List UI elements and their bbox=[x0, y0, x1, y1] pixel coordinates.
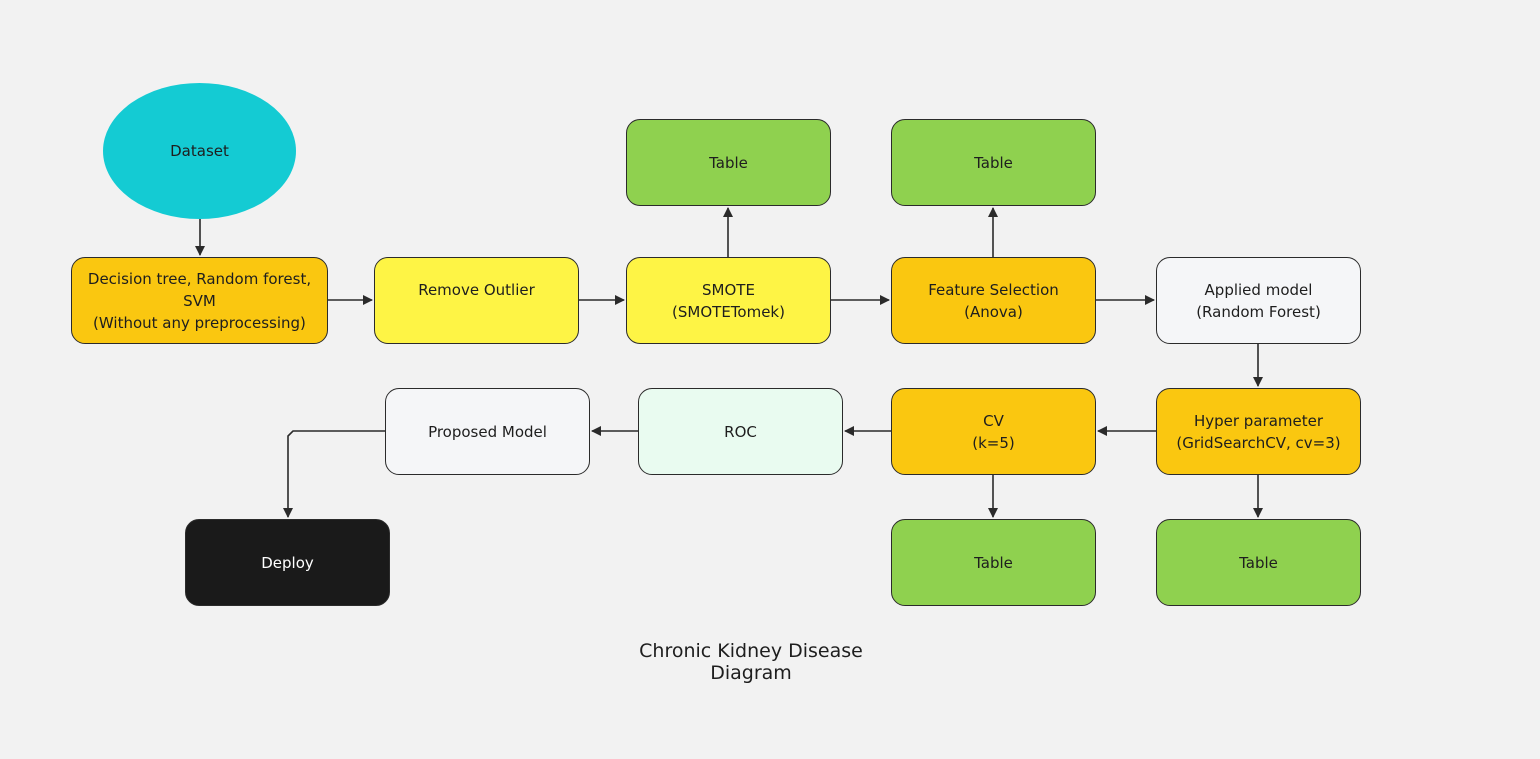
node-table-feature: Table bbox=[891, 119, 1096, 206]
node-feature-selection-label: Feature Selection (Anova) bbox=[928, 280, 1059, 321]
node-deploy: Deploy bbox=[185, 519, 390, 606]
node-smote-label: SMOTE (SMOTETomek) bbox=[672, 280, 785, 321]
node-table-cv-label: Table bbox=[974, 553, 1013, 572]
node-roc-label: ROC bbox=[724, 422, 757, 441]
node-table-smote: Table bbox=[626, 119, 831, 206]
node-table-smote-label: Table bbox=[709, 153, 748, 172]
node-proposed-model-label: Proposed Model bbox=[428, 422, 547, 441]
node-remove-outlier-label: Remove Outlier bbox=[418, 280, 535, 299]
node-hyper-parameter: Hyper parameter (GridSearchCV, cv=3) bbox=[1156, 388, 1361, 475]
node-applied-model: Applied model (Random Forest) bbox=[1156, 257, 1361, 344]
node-hyper-parameter-label: Hyper parameter (GridSearchCV, cv=3) bbox=[1176, 411, 1341, 452]
node-cv: CV (k=5) bbox=[891, 388, 1096, 475]
node-table-feature-label: Table bbox=[974, 153, 1013, 172]
node-deploy-label: Deploy bbox=[261, 553, 314, 572]
edge-proposed-to-deploy bbox=[283, 430, 385, 518]
node-smote: SMOTE (SMOTETomek) bbox=[626, 257, 831, 344]
node-dataset: Dataset bbox=[103, 83, 296, 219]
node-applied-model-label: Applied model (Random Forest) bbox=[1196, 280, 1321, 321]
node-proposed-model: Proposed Model bbox=[385, 388, 590, 475]
node-roc: ROC bbox=[638, 388, 843, 475]
node-dataset-label: Dataset bbox=[170, 142, 229, 160]
node-baseline-label: Decision tree, Random forest, SVM (Witho… bbox=[87, 269, 312, 332]
node-table-hyper-label: Table bbox=[1239, 553, 1278, 572]
diagram-caption: Chronic Kidney Disease Diagram bbox=[639, 640, 863, 684]
node-table-cv: Table bbox=[891, 519, 1096, 606]
node-table-hyper: Table bbox=[1156, 519, 1361, 606]
node-feature-selection: Feature Selection (Anova) bbox=[891, 257, 1096, 344]
node-baseline: Decision tree, Random forest, SVM (Witho… bbox=[71, 257, 328, 344]
node-cv-label: CV (k=5) bbox=[972, 411, 1015, 452]
node-remove-outlier: Remove Outlier bbox=[374, 257, 579, 344]
